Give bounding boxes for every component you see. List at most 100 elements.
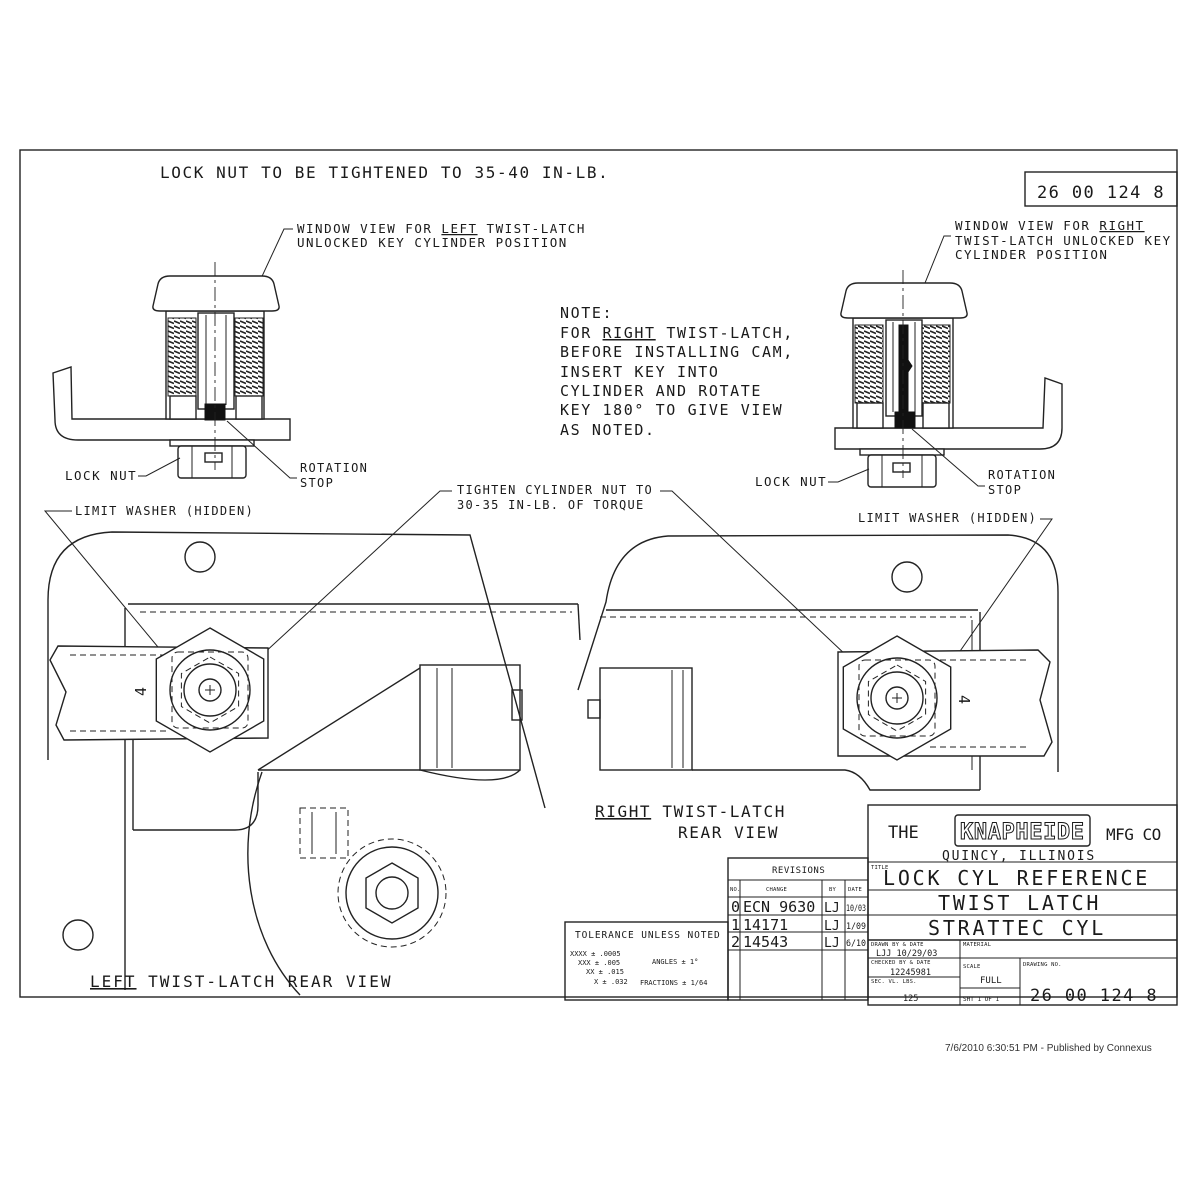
note-pre: FOR <box>560 324 603 342</box>
left-window-emph: LEFT <box>441 221 477 236</box>
right-rotation-label: ROTATION <box>988 468 1056 482</box>
title-line: LOCK CYL REFERENCE <box>883 866 1150 890</box>
right-arm-mark: 4 <box>955 695 973 706</box>
right-twist-latch-rear-view: 4 RIGHT TWIST-LATCH REAR VIEW <box>577 534 1059 842</box>
right-washer <box>859 448 945 456</box>
revision-date: 10/03 <box>846 904 866 914</box>
right-cylinder-cap <box>840 282 968 319</box>
torque-note: LOCK NUT TO BE TIGHTENED TO 35-40 IN-LB. <box>160 163 609 182</box>
left-bolt-hex <box>365 862 419 924</box>
left-plate-hole <box>62 919 94 951</box>
svg-text:FOR RIGHT TWIST-LATCH,: FOR RIGHT TWIST-LATCH, <box>560 324 794 342</box>
right-limit-washer-hidden <box>858 659 936 737</box>
tolerance-decimal: XXXX ± .0005 <box>570 950 621 958</box>
left-stop-label: STOP <box>300 476 334 490</box>
right-rear-line2: REAR VIEW <box>678 823 779 842</box>
revision-change: 14171 <box>743 916 788 934</box>
weight-value: 125 <box>903 994 918 1004</box>
title-block: THE KNAPHEIDE MFG CO QUINCY, ILLINOIS TI… <box>867 804 1178 1006</box>
drawn-label: DRAWN BY & DATE <box>871 942 924 948</box>
tolerance-decimal: XX ± .015 <box>586 968 624 976</box>
note-line: KEY 180° TO GIVE VIEW <box>560 401 783 419</box>
left-limit-washer-hidden <box>171 651 249 729</box>
left-plate-outline <box>47 531 546 809</box>
tolerance-box: TOLERANCE UNLESS NOTED XXXX ± .0005 XXX … <box>564 921 729 1001</box>
right-rotation-stop <box>894 411 916 429</box>
sheet-number: SHT 1 OF 1 <box>963 996 1000 1003</box>
company-logo: KNAPHEIDE <box>960 820 1085 845</box>
revisions-col-by: BY <box>829 887 837 893</box>
scale-value: FULL <box>980 976 1002 986</box>
note-emph: RIGHT <box>603 324 656 342</box>
left-window-view-label: WINDOW VIEW FOR LEFT TWIST-LATCH UNLOCKE… <box>237 221 586 329</box>
left-thread-stub <box>169 395 197 420</box>
left-window-pre: WINDOW VIEW FOR <box>297 221 441 236</box>
left-thread-stub <box>235 395 263 420</box>
revision-change: 14543 <box>743 933 788 951</box>
drawing-border <box>19 149 1178 998</box>
revision-no: 2 <box>731 933 740 951</box>
left-hidden-pocket <box>299 807 349 859</box>
drawing-number-box <box>1024 171 1178 207</box>
right-rear-emph: RIGHT <box>595 802 651 821</box>
revisions-col-change: CHANGE <box>766 887 787 893</box>
material-label: MATERIAL <box>963 942 992 948</box>
left-cylinder-cap <box>152 275 280 312</box>
right-limit-washer-label: LIMIT WASHER (HIDDEN) <box>858 511 1037 525</box>
left-spring-coil <box>167 317 197 397</box>
right-thread-stub <box>922 402 950 429</box>
tolerance-fractions: FRACTIONS ± 1/64 <box>640 979 707 987</box>
svg-text:WINDOW VIEW FOR LEFT TWIST-LAT: WINDOW VIEW FOR LEFT TWIST-LATCH <box>297 221 586 236</box>
left-key-cylinder-window-view <box>52 262 291 479</box>
note-post: TWIST-LATCH, <box>656 324 794 342</box>
svg-text:WINDOW VIEW FOR RIGHT: WINDOW VIEW FOR RIGHT <box>955 218 1145 233</box>
revision-date: 6/10 <box>846 939 866 949</box>
right-plate-hole <box>891 561 923 593</box>
right-lock-nut <box>867 454 937 488</box>
revisions-heading: REVISIONS <box>772 866 825 876</box>
checked-value: 12245981 <box>890 968 931 978</box>
left-spring-coil <box>234 317 264 397</box>
right-window-line2: TWIST-LATCH UNLOCKED KEY <box>955 233 1172 248</box>
company-suffix: MFG CO <box>1106 825 1161 844</box>
title-line: STRATTEC CYL <box>928 916 1106 940</box>
installation-note: NOTE: FOR RIGHT TWIST-LATCH, BEFORE INST… <box>560 304 794 439</box>
tolerance-angles: ANGLES ± 1° <box>652 958 698 966</box>
checked-label: CHECKED BY & DATE <box>871 960 931 966</box>
header-drawing-number: 26 00 124 8 <box>1037 183 1165 203</box>
right-stop-label: STOP <box>988 483 1022 497</box>
revisions-col-no: NO. <box>730 887 741 893</box>
tighten-nut-line2: 30-35 IN-LB. OF TORQUE <box>457 498 645 512</box>
title-line: TWIST LATCH <box>938 891 1101 915</box>
revision-date: 1/09 <box>846 922 866 932</box>
right-spring-coil <box>854 324 884 404</box>
left-window-post: TWIST-LATCH <box>478 221 586 236</box>
revisions-col-date: DATE <box>848 887 862 893</box>
left-plate-hole <box>184 541 216 573</box>
company-prefix: THE <box>888 823 919 843</box>
revision-by: LJ <box>824 919 840 934</box>
weight-label: SEC. VL. LBS. <box>871 979 917 985</box>
revision-no: 1 <box>731 916 740 934</box>
published-footer: 7/6/2010 6:30:51 PM - Published by Conne… <box>945 1043 1152 1054</box>
left-limit-washer-label: LIMIT WASHER (HIDDEN) <box>75 504 254 518</box>
right-key-cylinder-window-view <box>834 270 1063 488</box>
svg-text:RIGHT TWIST-LATCH: RIGHT TWIST-LATCH <box>595 802 786 821</box>
note-line: BEFORE INSTALLING CAM, <box>560 343 794 361</box>
right-spring-coil <box>921 324 951 404</box>
right-window-emph: RIGHT <box>1099 218 1144 233</box>
left-rear-post: TWIST-LATCH REAR VIEW <box>137 972 393 991</box>
drawn-value: LJJ 10/29/03 <box>876 949 937 959</box>
company-location: QUINCY, ILLINOIS <box>942 849 1096 864</box>
tolerance-heading: TOLERANCE UNLESS NOTED <box>575 930 721 941</box>
note-heading: NOTE: <box>560 304 613 322</box>
right-thread-stub <box>856 402 884 429</box>
drawing-no-label: DRAWING NO. <box>1023 962 1062 968</box>
revision-no: 0 <box>731 898 740 916</box>
tolerance-decimal: XXX ± .005 <box>578 959 620 967</box>
drawing-no-value: 26 00 124 8 <box>1030 986 1158 1006</box>
revision-change: ECN 9630 <box>743 898 815 916</box>
left-cam-arc <box>247 771 301 996</box>
right-window-pre: WINDOW VIEW FOR <box>955 218 1099 233</box>
